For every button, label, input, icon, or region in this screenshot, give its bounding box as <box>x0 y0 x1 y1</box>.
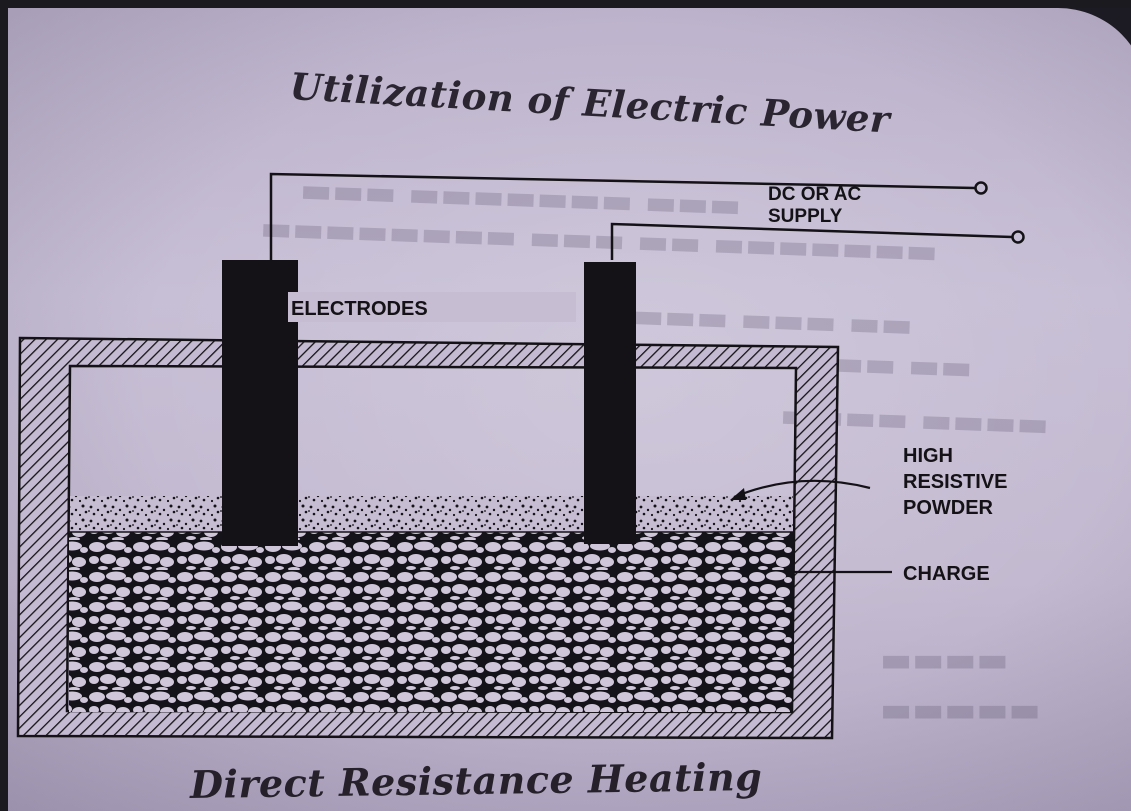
arrow-head-icon <box>730 488 746 500</box>
show-through-text: ▬▬▬▬ <box>880 640 1009 680</box>
charge-material <box>69 532 793 712</box>
supply-wires <box>269 172 1025 260</box>
electrode-left <box>222 260 298 546</box>
charge-label: CHARGE <box>903 563 990 585</box>
supply-label-line1: DC OR AC <box>768 184 862 205</box>
powder-label-line2: RESISTIVE <box>903 471 1007 493</box>
electrode-right <box>584 262 636 544</box>
powder-leader-line <box>733 479 871 499</box>
supply-label-line2: SUPPLY <box>768 206 843 227</box>
show-through-text: ▬▬▬▬▬ <box>880 690 1041 730</box>
figure-caption: Direct Resistance Heating <box>189 754 763 807</box>
high-resistive-powder <box>70 496 793 538</box>
supply-terminal-icon <box>974 181 988 195</box>
powder-label-line1: HIGH <box>903 445 953 467</box>
powder-label-line3: POWDER <box>903 497 994 519</box>
electrodes-label: ELECTRODES <box>291 298 428 320</box>
supply-terminal-icon <box>1011 230 1025 244</box>
